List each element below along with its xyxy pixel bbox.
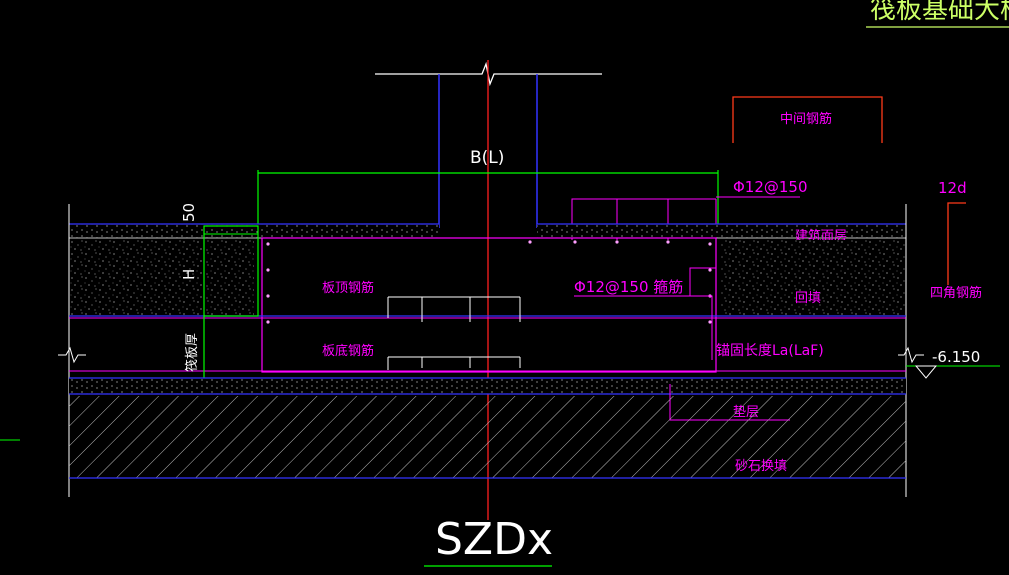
- dimension-b-label: B(L): [470, 148, 504, 168]
- slab-top-rebar-label: 板顶钢筋: [322, 280, 374, 296]
- right-break-mark: [898, 346, 924, 364]
- corner-rebar-label: 四角钢筋: [930, 285, 982, 301]
- cushion-layer: [69, 378, 906, 394]
- middle-rebar-label: 中间钢筋: [780, 111, 832, 127]
- anchor-length-label: 锚固长度La(LaF): [716, 343, 824, 359]
- raft-slab-outline: [261, 237, 717, 373]
- gravel-fill-label: 砂石换填: [735, 459, 787, 474]
- slab-bottom-rebar-bracket: [387, 356, 521, 370]
- rebar-dots: [266, 240, 712, 324]
- backfill-left: [69, 240, 254, 316]
- slab-bottom-rebar-label: 板底钢筋: [322, 343, 374, 359]
- drawing-title-partial: 筏板基础大样: [870, 0, 1009, 25]
- dim-h-box: [203, 225, 259, 317]
- backfill-label: 回填: [795, 291, 821, 306]
- rebar-stirrup-spec-label: Φ12@150 箍筋: [574, 278, 683, 296]
- surface-layer-right: [537, 224, 906, 238]
- twelve-d-label: 12d: [938, 179, 967, 197]
- twelve-d-bracket: [947, 202, 966, 285]
- stirrup-leader: [574, 267, 716, 297]
- middle-rebar-bracket: [732, 96, 883, 143]
- gravel-fill-hatch: [69, 396, 906, 478]
- slab-top-rebar-bracket: [387, 296, 521, 322]
- elevation-label: -6.150: [932, 348, 980, 366]
- backfill-right: [720, 240, 906, 316]
- surface-layer-left: [69, 224, 439, 238]
- rebar-top-spec-label: Φ12@150: [733, 178, 808, 196]
- elevation-triangle: [914, 365, 938, 379]
- dimension-50-label: 50: [180, 203, 198, 222]
- drawing-name: SZDx: [435, 514, 553, 565]
- slab-thickness-label: 筏板厚: [184, 333, 200, 372]
- left-break-mark: [58, 346, 86, 364]
- dimension-h-label: H: [180, 269, 198, 280]
- stirrup-hook: [690, 295, 713, 360]
